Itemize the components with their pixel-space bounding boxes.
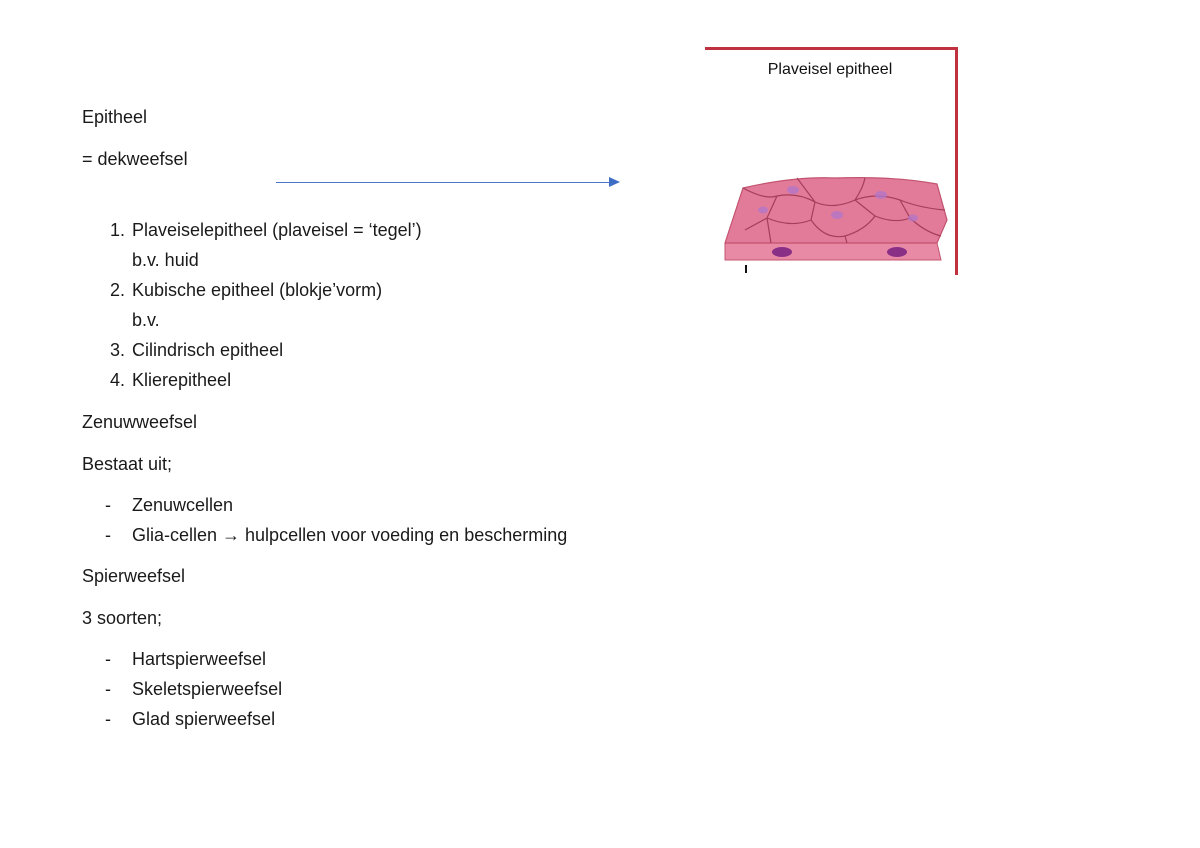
list-item-text: Zenuwcellen [132,495,234,515]
list-item-example: b.v. [132,310,160,330]
list-item-text: Glad spierweefsel [132,709,276,729]
side-nucleus [887,247,907,257]
list-marker: - [105,679,111,699]
tick-mark [745,265,747,273]
list-number: 2. [109,280,125,300]
list-item-example: b.v. huid [132,250,199,270]
list-number: 1. [109,220,125,240]
list-item-text: Kubische epitheel (blokje’vorm) [132,280,383,300]
section-title-spierweefsel: Spierweefsel [82,566,186,586]
side-nucleus [772,247,792,257]
zenuwweefsel-subtitle: Bestaat uit; [82,454,173,474]
list-marker: - [105,709,111,729]
figure-plaveisel-epitheel: Plaveisel epitheel [705,47,958,275]
tissue-side [724,242,942,261]
list-number: 3. [109,340,125,360]
list-item-text: Glia-cellen → hulpcellen voor voeding en… [132,525,568,545]
list-number: 4. [109,370,125,390]
squamous-epithelium-illustration [724,177,948,273]
arrow-head-icon [609,177,620,187]
list-marker: - [105,525,111,545]
list-item-text: Cilindrisch epitheel [132,340,284,360]
figure-title: Plaveisel epitheel [767,61,893,78]
list-marker: - [105,649,111,669]
section-title-epitheel: Epitheel [82,107,148,127]
list-item-text: Skeletspierweefsel [132,679,283,699]
spierweefsel-subtitle: 3 soorten; [82,608,163,628]
arrow-line [276,182,610,183]
epitheel-definition: = dekweefsel [82,149,188,169]
nuclei [758,186,918,222]
list-item-text: Hartspierweefsel [132,649,267,669]
section-title-zenuwweefsel: Zenuwweefsel [82,412,198,432]
list-item-text: Klierepitheel [132,370,232,390]
tissue-top [724,177,948,244]
list-marker: - [105,495,111,515]
list-item-text: Plaveiselepitheel (plaveisel = ‘tegel’) [132,220,422,240]
